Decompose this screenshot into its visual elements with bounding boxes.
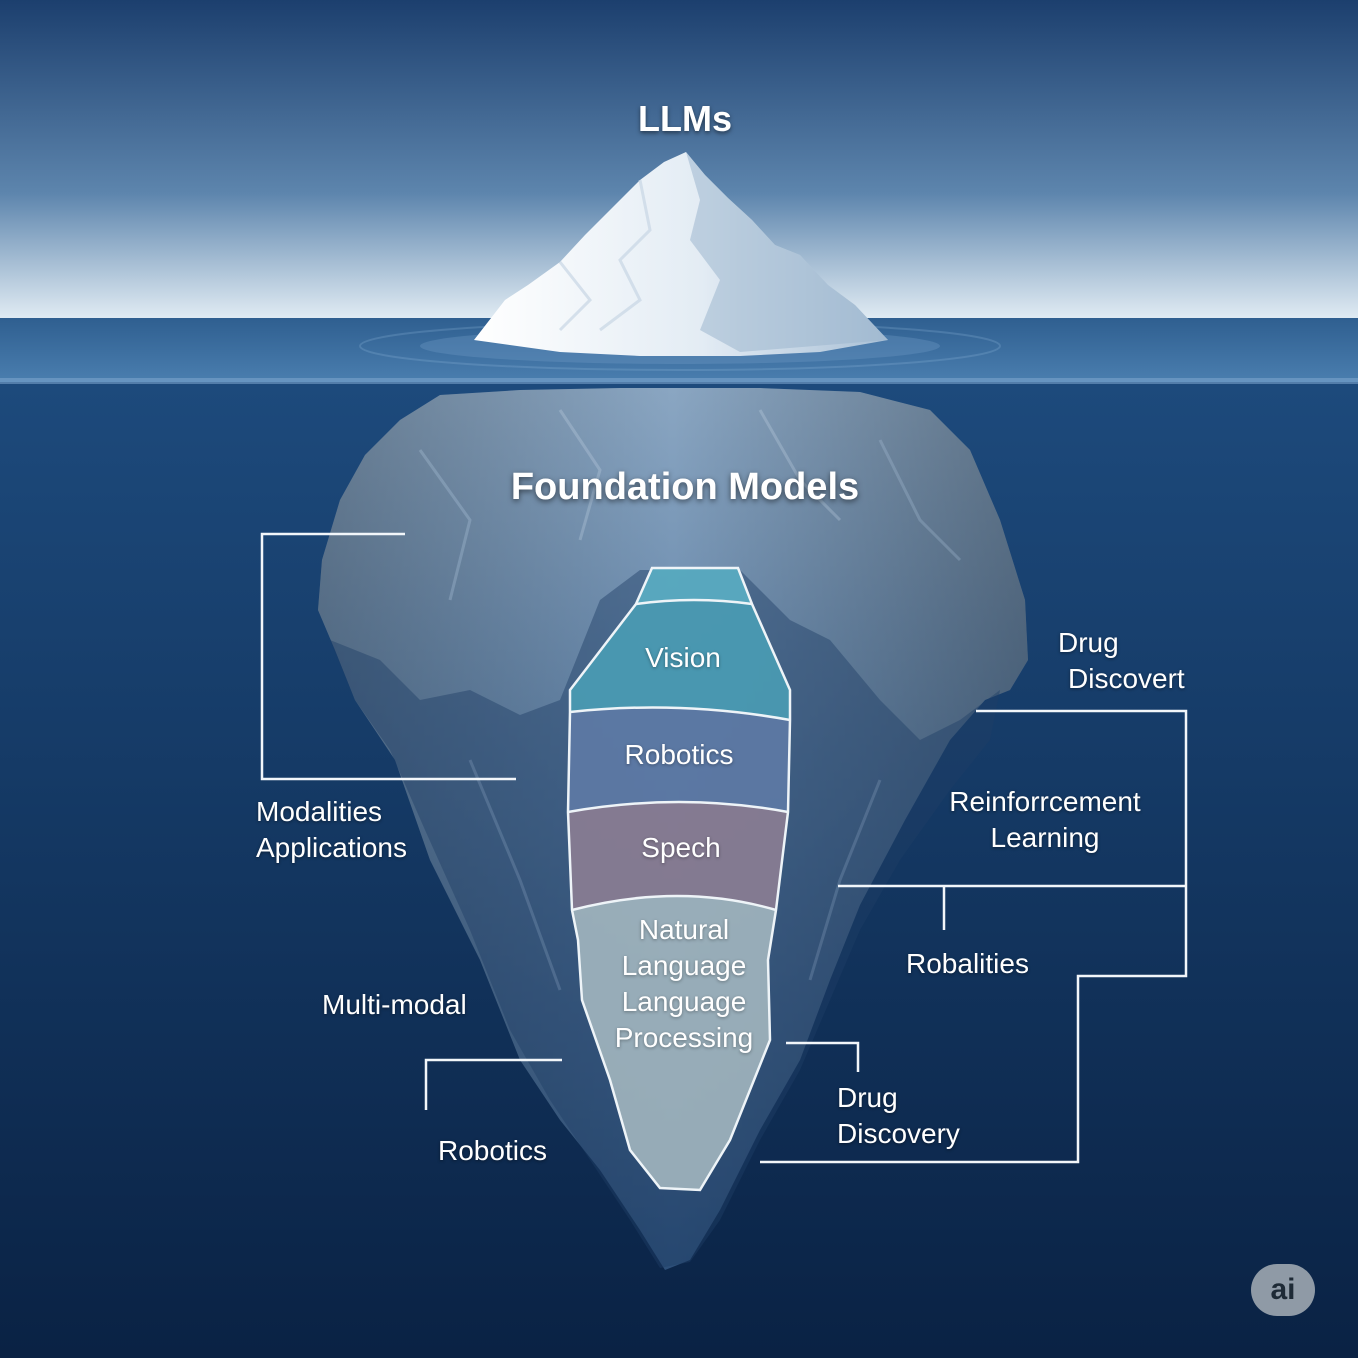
label-reinforcement-learning: Reinforrcement Learning — [936, 784, 1154, 856]
label-modalities: Modalities — [256, 796, 383, 827]
label-drug-discovery-line-2: Discovery — [837, 1118, 960, 1149]
label-drug-discovert-line-2: Discovert — [1068, 663, 1185, 694]
label-drug-discovery: Drug Discovery — [837, 1080, 960, 1152]
label-modalities-applications: Modalities Applications — [256, 794, 407, 866]
bracket-drug-discovery — [786, 1041, 860, 1072]
core-label-nlp-line-1: Natural — [638, 914, 730, 945]
core-label-nlp-line-3: Language — [621, 986, 747, 1017]
bracket-robotics-left — [424, 1058, 562, 1110]
core-layer-robotics — [568, 707, 790, 812]
ai-badge: ai — [1251, 1264, 1315, 1316]
label-reinforcement-line-2: Learning — [990, 822, 1100, 853]
core-label-speech: Spech — [641, 832, 721, 863]
label-robalities: Robalities — [906, 948, 1029, 979]
core-label-nlp-line-2: Language — [621, 950, 747, 981]
core-outline — [566, 566, 792, 1192]
core-label-nlp-line-4: Processing — [614, 1022, 754, 1053]
core-layer-top-cap — [636, 568, 752, 604]
label-drug-discovert-line-1: Drug — [1058, 627, 1119, 658]
core-layers — [566, 566, 792, 1192]
bracket-modalities — [260, 532, 516, 781]
bracket-right-outer — [760, 709, 1188, 1164]
core-layer-nlp — [572, 896, 776, 1190]
label-drug-discovery-line-1: Drug — [837, 1082, 898, 1113]
llms-title: LLMs — [638, 98, 732, 139]
core-label-vision: Vision — [645, 642, 721, 673]
connector-lines — [260, 532, 1188, 1164]
foundation-models-title: Foundation Models — [510, 466, 860, 508]
label-drug-discovert: Drug Discovert — [1058, 625, 1185, 697]
label-reinforcement-line-1: Reinforrcement — [949, 786, 1141, 817]
core-layer-speech — [568, 802, 788, 910]
core-label-nlp: Natural Language Language Processing — [584, 912, 784, 1056]
label-applications: Applications — [256, 832, 407, 863]
label-robotics-left: Robotics — [438, 1135, 547, 1166]
core-layer-vision — [570, 600, 790, 720]
core-label-robotics: Robotics — [624, 739, 734, 770]
label-multi-modal: Multi-modal — [322, 989, 467, 1020]
